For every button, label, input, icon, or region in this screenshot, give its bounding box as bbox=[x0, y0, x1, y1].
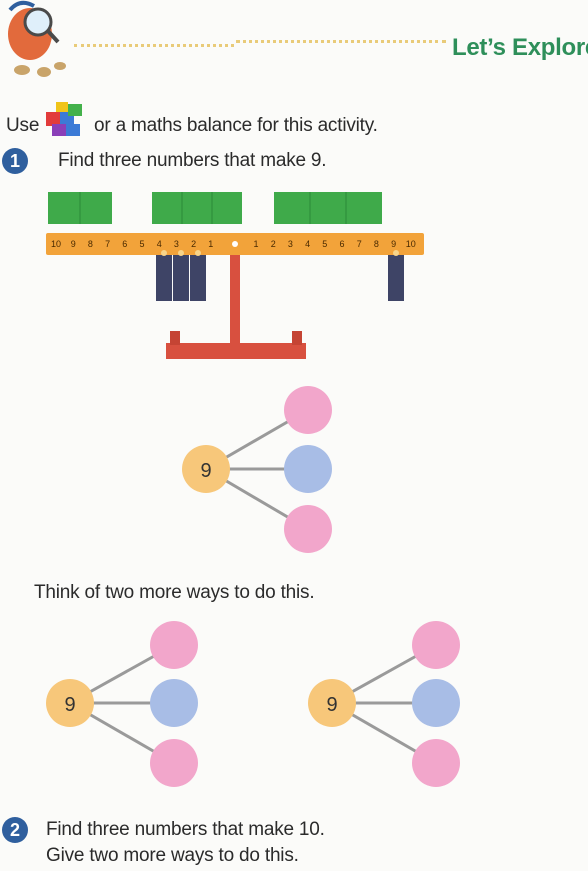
tick-label: 1 bbox=[208, 239, 213, 249]
number-bond-9: 9 bbox=[182, 386, 332, 553]
question-1-badge: 1 bbox=[2, 148, 28, 174]
weight-4 bbox=[156, 253, 172, 301]
page-title: Let’s Explore bbox=[452, 34, 588, 61]
tick-label: 2 bbox=[191, 239, 196, 249]
green-cubes-middle bbox=[152, 192, 242, 224]
weight-9 bbox=[388, 253, 404, 301]
tick-label: 7 bbox=[357, 239, 362, 249]
bond-whole-circle bbox=[182, 445, 230, 493]
bond-part-circle[interactable] bbox=[412, 739, 460, 787]
bond-part-circle[interactable] bbox=[284, 505, 332, 553]
bond-part-circle[interactable] bbox=[412, 621, 460, 669]
bond-part-circle[interactable] bbox=[150, 621, 198, 669]
header-dotted-line bbox=[74, 44, 234, 47]
bond-part-circle[interactable] bbox=[284, 386, 332, 434]
tick-label: 3 bbox=[174, 239, 179, 249]
bond-whole-circle bbox=[46, 679, 94, 727]
question-1-prompt: Think of two more ways to do this. bbox=[34, 582, 315, 603]
maths-balance-illustration: 10 9 8 7 6 5 4 3 2 1 1 2 3 4 5 6 7 8 9 10 bbox=[46, 192, 424, 359]
tick-label: 6 bbox=[122, 239, 127, 249]
tick-label: 5 bbox=[322, 239, 327, 249]
intro-prefix: Use bbox=[6, 115, 40, 136]
tick-label: 5 bbox=[139, 239, 144, 249]
bond-whole-value: 9 bbox=[200, 460, 211, 482]
tick-label: 3 bbox=[288, 239, 293, 249]
weight-3 bbox=[173, 253, 189, 301]
question-1-text: Find three numbers that make 9. bbox=[58, 150, 327, 171]
question-2-badge: 2 bbox=[2, 817, 28, 843]
right-tick-labels: 1 2 3 4 5 6 7 8 9 10 bbox=[253, 239, 415, 249]
question-2-line-2: Give two more ways to do this. bbox=[46, 845, 299, 866]
tick-label: 10 bbox=[51, 239, 61, 249]
bond-part-circle[interactable] bbox=[150, 679, 198, 727]
tick-label: 6 bbox=[339, 239, 344, 249]
question-2-line-1: Find three numbers that make 10. bbox=[46, 819, 325, 840]
bond-part-circle[interactable] bbox=[150, 739, 198, 787]
number-bond-extra-1: 9 bbox=[46, 621, 198, 787]
left-tick-labels: 10 9 8 7 6 5 4 3 2 1 bbox=[51, 239, 213, 249]
tick-label: 1 bbox=[253, 239, 258, 249]
tick-label: 8 bbox=[374, 239, 379, 249]
intro-text: or a maths balance for this activity. bbox=[94, 115, 378, 136]
tick-label: 4 bbox=[157, 239, 162, 249]
tick-label: 10 bbox=[406, 239, 416, 249]
magnifier-mascot-icon bbox=[8, 0, 66, 77]
tick-label: 8 bbox=[88, 239, 93, 249]
tick-label: 9 bbox=[71, 239, 76, 249]
linking-cubes-icon bbox=[46, 102, 82, 136]
header-dotted-line bbox=[236, 40, 446, 43]
balance-pivot bbox=[232, 241, 238, 247]
tick-label: 7 bbox=[105, 239, 110, 249]
tick-label: 4 bbox=[305, 239, 310, 249]
bond-part-circle[interactable] bbox=[284, 445, 332, 493]
bond-whole-value: 9 bbox=[326, 694, 337, 716]
weight-2 bbox=[190, 253, 206, 301]
green-cubes-right bbox=[274, 192, 382, 224]
tick-label: 9 bbox=[391, 239, 396, 249]
number-bond-extra-2: 9 bbox=[308, 621, 460, 787]
balance-base bbox=[166, 343, 306, 359]
green-cubes-left bbox=[48, 192, 112, 224]
bond-whole-circle bbox=[308, 679, 356, 727]
tick-label: 2 bbox=[271, 239, 276, 249]
balance-stand bbox=[230, 243, 240, 353]
bond-whole-value: 9 bbox=[64, 694, 75, 716]
bond-part-circle[interactable] bbox=[412, 679, 460, 727]
